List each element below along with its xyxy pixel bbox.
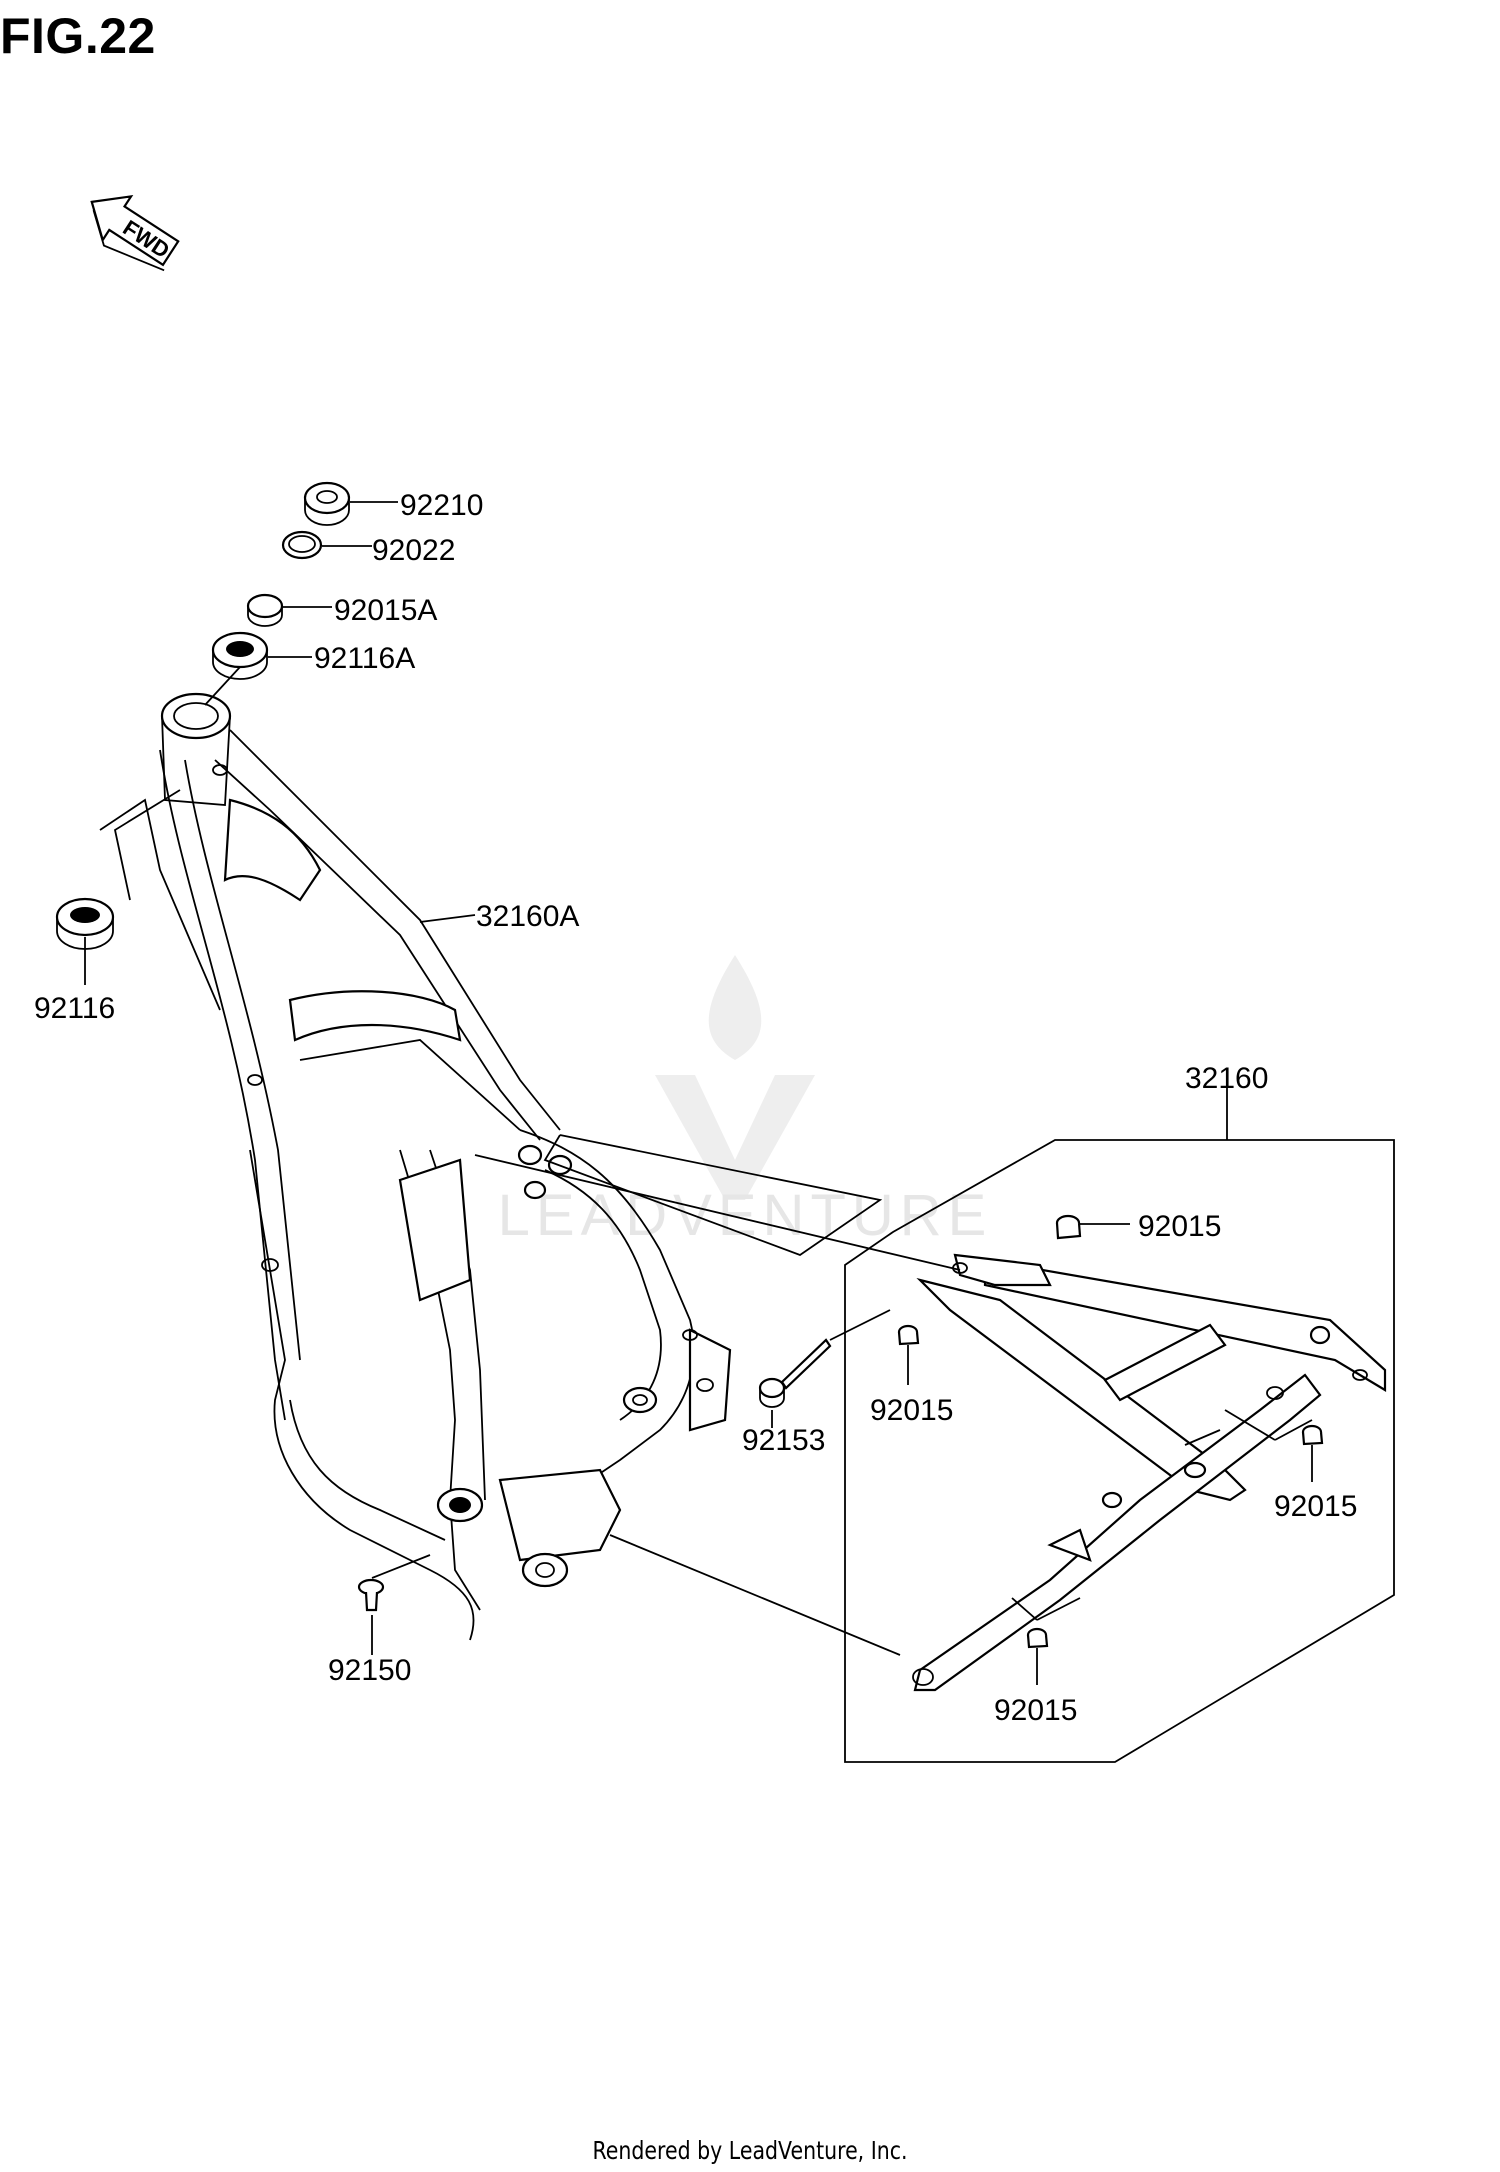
footer-credit: Rendered by LeadVenture, Inc. [592,2136,908,2165]
nut-92210-icon [303,481,351,526]
part-label-92150: 92150 [328,1654,411,1687]
watermark: LEADVENTURE [498,955,993,1248]
part-label-32160A: 32160A [476,900,579,933]
bolt-92015-lower-icon [1026,1627,1049,1649]
sub-frame-32160 [912,1253,1387,1692]
washer-92022-icon [281,530,323,560]
part-label-92015-upper: 92015 [1138,1210,1221,1243]
bolt-92153-icon [758,1338,832,1408]
fwd-arrow-icon: FWD [90,194,180,272]
bolt-92150-icon [357,1578,385,1612]
bolt-92015-upper-icon [1055,1214,1082,1240]
watermark-text: LEADVENTURE [498,1183,993,1248]
part-label-92116: 92116 [34,992,115,1025]
part-label-92015-lower: 92015 [994,1694,1077,1727]
part-label-92153: 92153 [742,1424,825,1457]
part-label-92210: 92210 [400,489,483,522]
bearing-92116A-icon [211,631,269,680]
nut-92015A-icon [246,593,284,627]
part-label-92015A: 92015A [334,594,437,627]
steering-head-parts [55,481,351,950]
leader-lines [84,501,1395,1763]
bolt-92015-right-icon [1301,1424,1324,1446]
figure-title: FIG.22 [0,8,156,64]
part-label-92022: 92022 [372,534,455,567]
part-label-32160: 32160 [1185,1062,1268,1095]
part-label-92015-right: 92015 [1274,1490,1357,1523]
bolt-92015-mid-icon [897,1324,920,1346]
main-frame-32160A [99,692,732,1641]
part-labels: 92210 92022 92015A 92116A 92116 32160A 3… [34,489,1357,1727]
part-label-92015-mid: 92015 [870,1394,953,1427]
part-label-92116A: 92116A [314,642,415,675]
